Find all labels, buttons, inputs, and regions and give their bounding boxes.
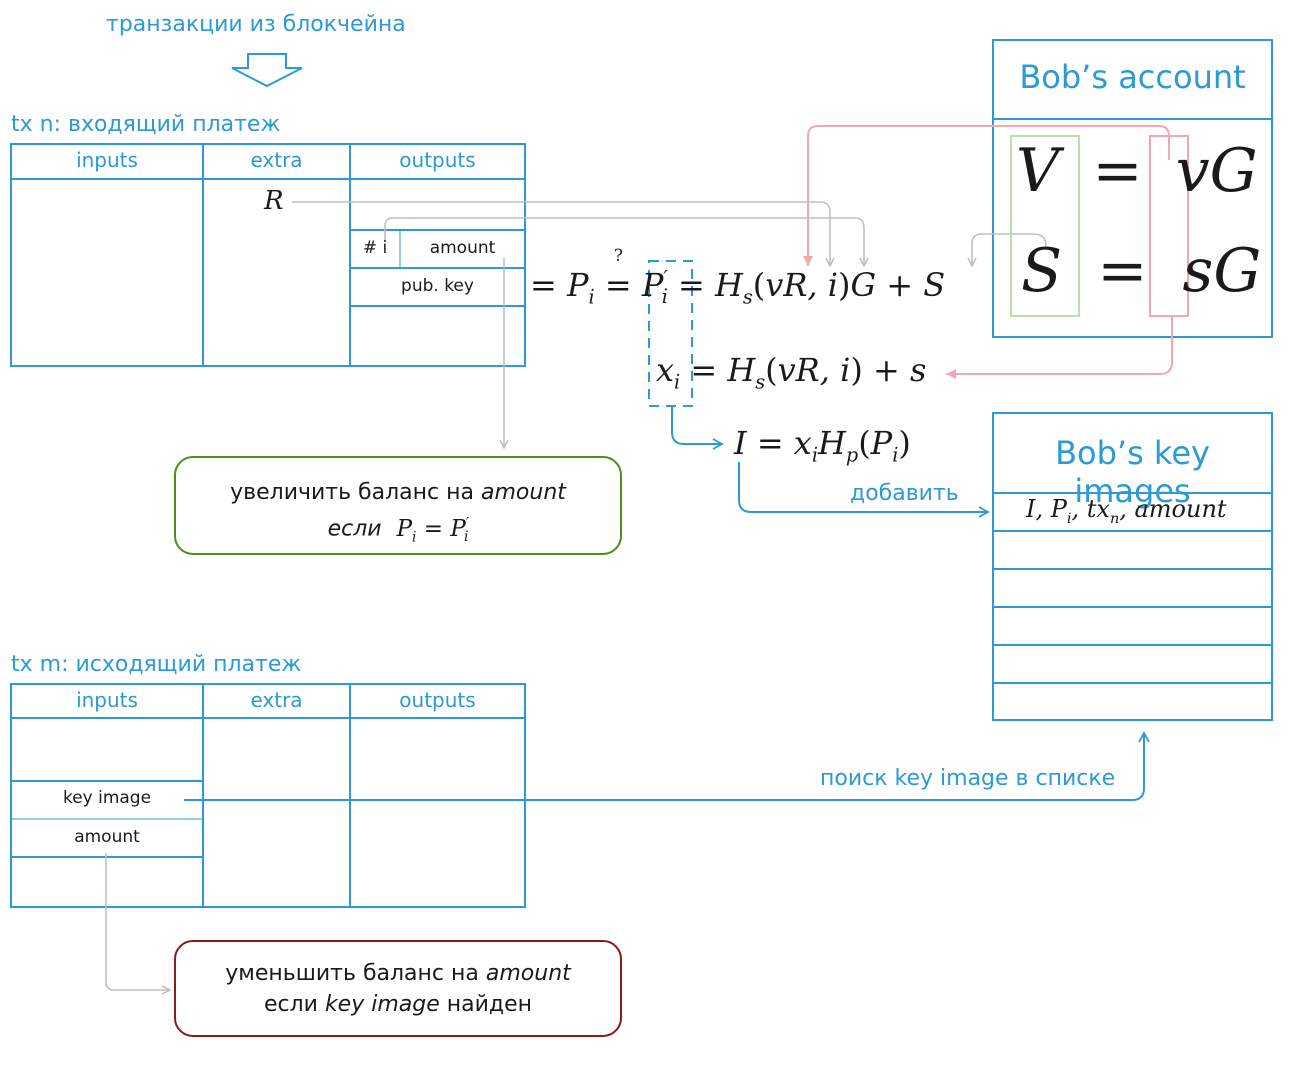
decrease-note: уменьшить баланс на amount если key imag… — [175, 958, 621, 1020]
tx-m-col-outputs: outputs — [399, 688, 476, 712]
arrow-s-to-xi — [946, 316, 1173, 379]
tx-n-col-extra: extra — [250, 148, 303, 172]
decrease-note-if: если — [263, 992, 318, 1017]
tx-m-input-key-image: key image — [62, 788, 152, 808]
arrow-xi-to-key-image — [671, 406, 724, 450]
add-label: добавить — [850, 481, 959, 506]
decrease-note-found: найден — [446, 992, 533, 1017]
tx-n-table — [10, 143, 526, 367]
increase-note-if: если — [327, 516, 382, 542]
source-down-arrow — [231, 53, 303, 88]
arrow-r-to-vr — [292, 201, 830, 266]
dashed-highlight — [648, 260, 693, 407]
tx-n-extra-r: R — [264, 186, 284, 216]
arrow-v-to-vr — [803, 125, 1170, 266]
spend-key-equation: S = sG — [1021, 236, 1262, 306]
arrow-S-to-equation — [972, 233, 1047, 266]
arrow-index-to-i — [384, 217, 864, 266]
key-images-row-1: I, Pi, txn, amount — [1026, 495, 1227, 527]
increase-note-box — [174, 456, 622, 555]
tx-n-col-outputs: outputs — [399, 148, 476, 172]
source-label: транзакции из блокчейна — [106, 12, 406, 37]
tx-m-title: tx m: исходящий платеж — [11, 652, 302, 677]
arrow-amount-to-decrease — [105, 853, 170, 990]
decrease-note-key-image: key image — [324, 992, 440, 1017]
tx-m-input-amount: amount — [74, 827, 140, 847]
tx-m-col-inputs: inputs — [76, 688, 138, 712]
increase-note-condition: Pi = P′i — [396, 515, 469, 546]
equation-one-time-key: xi = Hs(vR, i) + s — [656, 351, 927, 394]
decrease-note-amount: amount — [485, 961, 571, 986]
decrease-note-box — [174, 940, 622, 1037]
view-public-highlight — [1010, 135, 1080, 317]
bob-account-title: Bob’s account — [1019, 58, 1246, 96]
increase-note: увеличить баланс на amount если Pi = P′i — [175, 477, 621, 553]
tx-m-col-extra: extra — [250, 688, 303, 712]
increase-note-line1: увеличить баланс на — [230, 480, 474, 505]
bob-key-images-title: Bob’s key images — [1055, 434, 1210, 510]
view-key-equation: V = vG — [1016, 136, 1258, 206]
arrow-search-key-image — [184, 731, 1150, 801]
tx-n-output-pubkey: pub. key — [401, 276, 474, 296]
arrow-key-image-to-list — [738, 462, 990, 518]
equation-key-image: I = xiHp(Pi) — [734, 424, 911, 467]
bob-account-box — [992, 39, 1273, 338]
tx-n-output-amount: amount — [429, 238, 496, 258]
search-label: поиск key image в списке — [820, 766, 1116, 791]
decrease-note-line1: уменьшить баланс на — [225, 961, 479, 986]
equation-pub-key-check: = Pi =? P′i = Hs(vR, i)G + S — [530, 246, 946, 309]
bob-key-images-table — [992, 412, 1273, 721]
tx-n-col-inputs: inputs — [76, 148, 138, 172]
tx-n-output-index: # i — [362, 238, 388, 258]
increase-note-amount: amount — [481, 480, 566, 505]
tx-n-title: tx n: входящий платеж — [11, 112, 281, 137]
